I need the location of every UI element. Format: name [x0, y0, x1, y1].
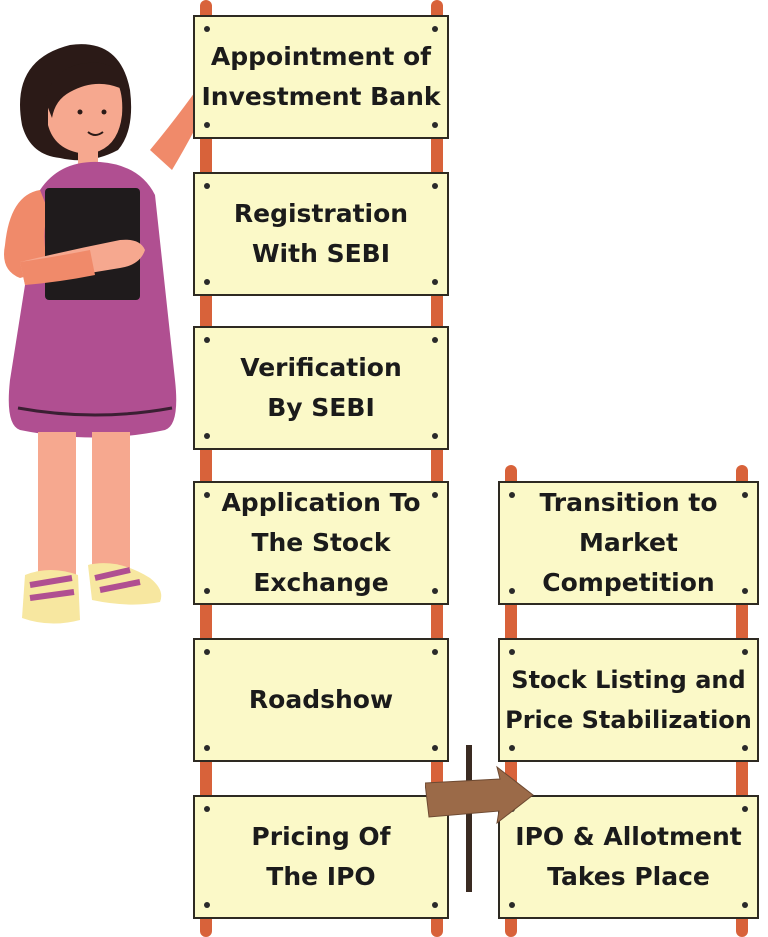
nail: [204, 433, 210, 439]
nail: [432, 902, 438, 908]
nail: [432, 588, 438, 594]
nail: [204, 337, 210, 343]
nail: [432, 279, 438, 285]
nail: [742, 806, 748, 812]
nail: [509, 745, 515, 751]
step-stock-listing-and-price-stabilization: Stock Listing and Price Stabilization: [498, 638, 759, 762]
step-ipo-and-allotment: IPO & Allotment Takes Place: [498, 795, 759, 919]
nail: [509, 492, 515, 498]
nail: [204, 902, 210, 908]
nail: [204, 745, 210, 751]
woman-presenter-illustration: [4, 44, 230, 624]
step-verification-by-sebi: Verification By SEBI: [193, 326, 449, 450]
nail: [204, 806, 210, 812]
nail: [204, 279, 210, 285]
step-application-to-stock-exchange: Application To The Stock Exchange: [193, 481, 449, 605]
nail: [432, 649, 438, 655]
nail: [204, 122, 210, 128]
nail: [204, 492, 210, 498]
nail: [204, 649, 210, 655]
nail: [742, 649, 748, 655]
step-label: Application To The Stock Exchange: [221, 488, 421, 597]
step-pricing-of-the-ipo: Pricing Of The IPO: [193, 795, 449, 919]
step-appointment-of-investment-bank: Appointment of Investment Bank: [193, 15, 449, 139]
nail: [204, 588, 210, 594]
step-registration-with-sebi: Registration With SEBI: [193, 172, 449, 296]
nail: [509, 649, 515, 655]
step-label: Appointment of Investment Bank: [201, 42, 441, 111]
nail: [742, 745, 748, 751]
nail: [742, 902, 748, 908]
step-label: Transition to Market Competition: [539, 488, 718, 597]
step-roadshow: Roadshow: [193, 638, 449, 762]
nail: [432, 492, 438, 498]
step-transition-to-market-competition: Transition to Market Competition: [498, 481, 759, 605]
nail: [509, 588, 515, 594]
step-label: Stock Listing and Price Stabilization: [505, 666, 752, 734]
nail: [432, 433, 438, 439]
step-label: Registration With SEBI: [233, 199, 409, 268]
nail: [204, 183, 210, 189]
nail: [204, 26, 210, 32]
nail: [742, 588, 748, 594]
nail: [432, 337, 438, 343]
step-label: IPO & Allotment Takes Place: [515, 822, 742, 891]
nail: [509, 902, 515, 908]
nail: [432, 122, 438, 128]
nail: [432, 26, 438, 32]
nail: [432, 745, 438, 751]
step-label: Roadshow: [248, 685, 394, 714]
right-arrow-icon: [425, 745, 534, 892]
nail: [432, 183, 438, 189]
nail: [742, 492, 748, 498]
step-label: Pricing Of The IPO: [251, 822, 391, 891]
step-label: Verification By SEBI: [240, 353, 402, 422]
